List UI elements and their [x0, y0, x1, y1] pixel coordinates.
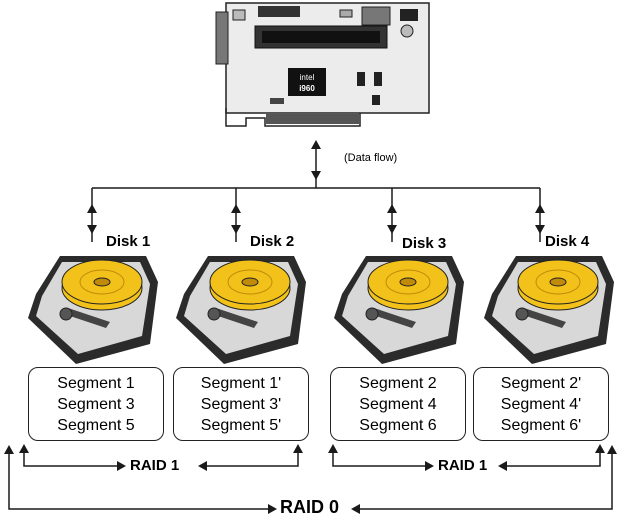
segment-label: Segment 6: [359, 416, 437, 434]
raid1-label: RAID 1: [130, 457, 180, 474]
raid1-label: RAID 1: [438, 457, 488, 474]
raid1-connector-right: [332, 448, 601, 467]
segment-label: Segment 3': [200, 395, 282, 413]
segment-label: Segment 6': [500, 416, 582, 434]
hard-drive-icon: [334, 256, 464, 364]
segment-label: Segment 2': [500, 374, 582, 392]
raid0-label: RAID 0: [280, 497, 340, 517]
segment-box-disk-2: Segment 1' Segment 3' Segment 5': [173, 367, 309, 441]
segment-label: Segment 3: [57, 395, 135, 413]
segment-label: Segment 1': [200, 374, 282, 392]
raid0-arrows: [4, 445, 617, 514]
segment-box-disk-1: Segment 1 Segment 3 Segment 5: [28, 367, 164, 441]
chip-model: i960: [299, 84, 315, 93]
segment-label: Segment 1: [57, 374, 135, 392]
data-flow-label: (Data flow): [344, 152, 398, 164]
raid1-connector-left: [23, 448, 299, 467]
pci-edge-connector: [266, 114, 360, 124]
segment-label: Segment 4: [359, 395, 437, 413]
disk-label: Disk 1: [106, 233, 151, 250]
segment-box-disk-3: Segment 2 Segment 4 Segment 6: [330, 367, 466, 441]
chip-brand: intel: [300, 73, 315, 82]
segment-label: Segment 5': [200, 416, 282, 434]
data-flow-arrows: [87, 140, 545, 234]
segment-label: Segment 4': [500, 395, 582, 413]
hard-drive-icon: [484, 256, 614, 364]
disk-label: Disk 4: [545, 233, 590, 250]
segment-box-disk-4: Segment 2' Segment 4' Segment 6': [473, 367, 609, 441]
data-flow-bus: [91, 145, 541, 242]
raid0-connector: [8, 450, 613, 510]
hard-drive-icon: [28, 256, 158, 364]
disk-label: Disk 2: [250, 233, 295, 250]
segment-label: Segment 5: [57, 416, 135, 434]
segment-label: Segment 2: [359, 374, 437, 392]
hard-drive-icon: [176, 256, 306, 364]
raid-controller-card: [215, 2, 430, 127]
raid1-arrows: [19, 444, 605, 471]
disk-label: Disk 3: [402, 235, 447, 252]
